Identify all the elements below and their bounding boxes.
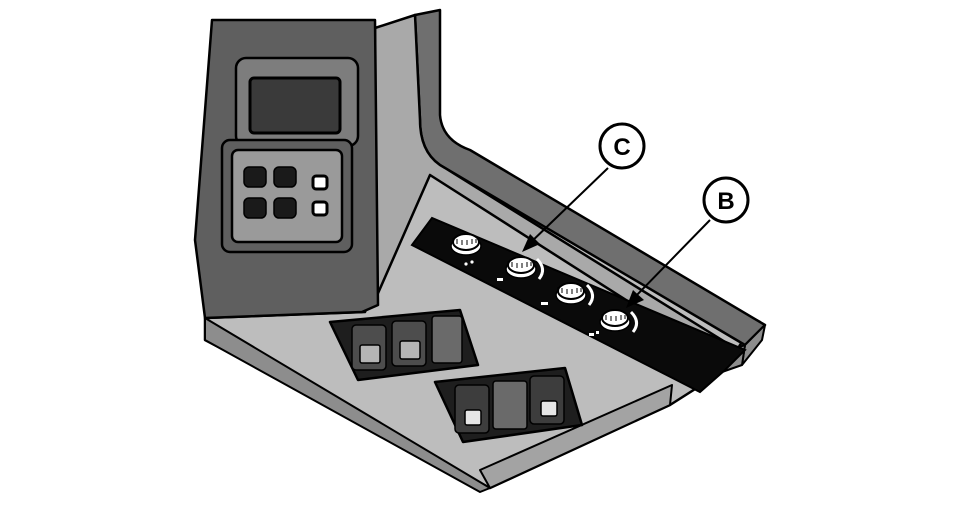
callout-b-leader [631,219,711,301]
knob-1[interactable] [450,233,482,256]
rocker-switch-3-face [464,409,482,426]
keypad-key-2[interactable] [273,166,297,188]
keypad-key-4[interactable] [273,197,297,219]
callout-c-circle [598,122,646,170]
callout-b-circle [702,176,750,224]
callout-c-label: C [613,134,630,161]
knob-4[interactable] [599,309,638,333]
rocker-switch-4-face [540,400,558,417]
keypad-key-1[interactable] [243,166,267,188]
display-screen [248,76,342,135]
rocker-switch-1-face [359,344,381,364]
callout-c-arrowhead [522,234,540,252]
switch-blank-2 [492,380,528,430]
knob-2[interactable] [505,256,544,280]
callout-c-leader [527,167,609,246]
keypad-panel [230,148,344,244]
keypad-key-3[interactable] [243,197,267,219]
callout-b-arrowhead [626,290,644,308]
knob-strip [410,216,747,394]
deck-front-edge [204,317,491,493]
knob-3[interactable] [555,282,594,306]
rocker-switch-2-face [399,340,421,360]
indicator-led-upper [311,174,329,191]
rocker-switch-4[interactable] [529,375,565,425]
rocker-switch-3[interactable] [454,384,490,434]
switch-blank-1 [431,315,463,364]
knob-symbols [464,260,599,336]
callout-b-label: B [717,188,734,215]
deck-right-edge [479,384,673,489]
indicator-led-lower [311,200,329,217]
